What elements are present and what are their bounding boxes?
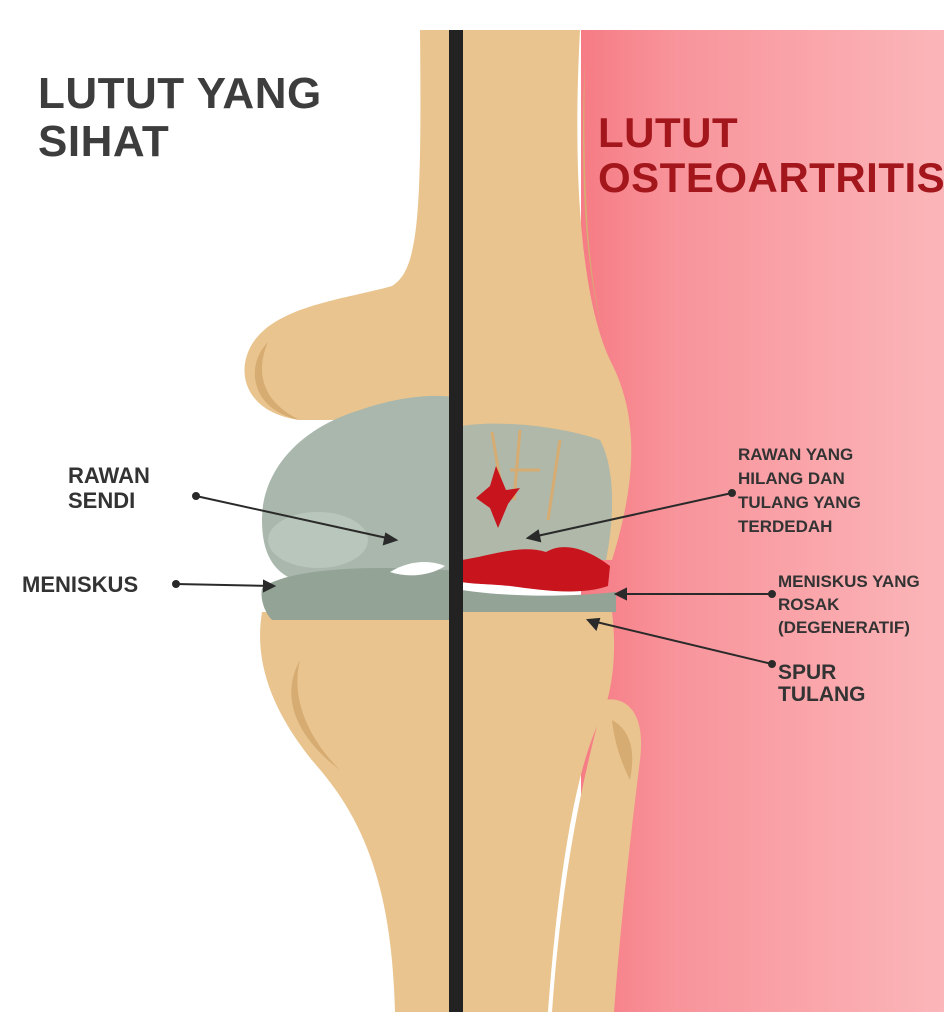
label-spur-tulang: SPUR TULANG <box>778 662 866 707</box>
label-rawan-sendi-line2: SENDI <box>68 489 150 514</box>
label-rawan-hilang-line1: RAWAN YANG <box>738 443 861 467</box>
osteoarthritis-knee-title-line2: OSTEOARTRITIS <box>598 155 944 200</box>
label-meniskus-rosak: MENISKUS YANG ROSAK (DEGENERATIF) <box>778 570 920 639</box>
label-meniskus: MENISKUS <box>22 573 138 598</box>
label-rawan-hilang-line2: HILANG DAN <box>738 467 861 491</box>
healthy-knee-title-line2: SIHAT <box>38 118 322 166</box>
label-rawan-sendi: RAWAN SENDI <box>68 464 150 513</box>
label-meniskus-rosak-line2: ROSAK <box>778 593 920 616</box>
center-divider <box>449 30 463 1012</box>
healthy-cartilage-highlight <box>268 512 368 568</box>
label-spur-tulang-line1: SPUR <box>778 662 866 684</box>
healthy-knee-title-line1: LUTUT YANG <box>38 70 322 118</box>
label-rawan-hilang: RAWAN YANG HILANG DAN TULANG YANG TERDED… <box>738 443 861 540</box>
label-rawan-hilang-line4: TERDEDAH <box>738 515 861 539</box>
label-meniskus-rosak-line3: (DEGENERATIF) <box>778 616 920 639</box>
osteoarthritis-knee-title-line1: LUTUT <box>598 110 944 155</box>
label-rawan-sendi-line1: RAWAN <box>68 464 150 489</box>
pointer-meniskus <box>176 584 274 586</box>
osteoarthritis-knee-title: LUTUT OSTEOARTRITIS <box>598 110 944 201</box>
label-rawan-hilang-line3: TULANG YANG <box>738 491 861 515</box>
label-meniskus-rosak-line1: MENISKUS YANG <box>778 570 920 593</box>
healthy-knee-title: LUTUT YANG SIHAT <box>38 70 322 165</box>
healthy-tibia <box>260 612 470 1012</box>
healthy-knee <box>244 30 470 1012</box>
label-spur-tulang-line2: TULANG <box>778 684 866 706</box>
